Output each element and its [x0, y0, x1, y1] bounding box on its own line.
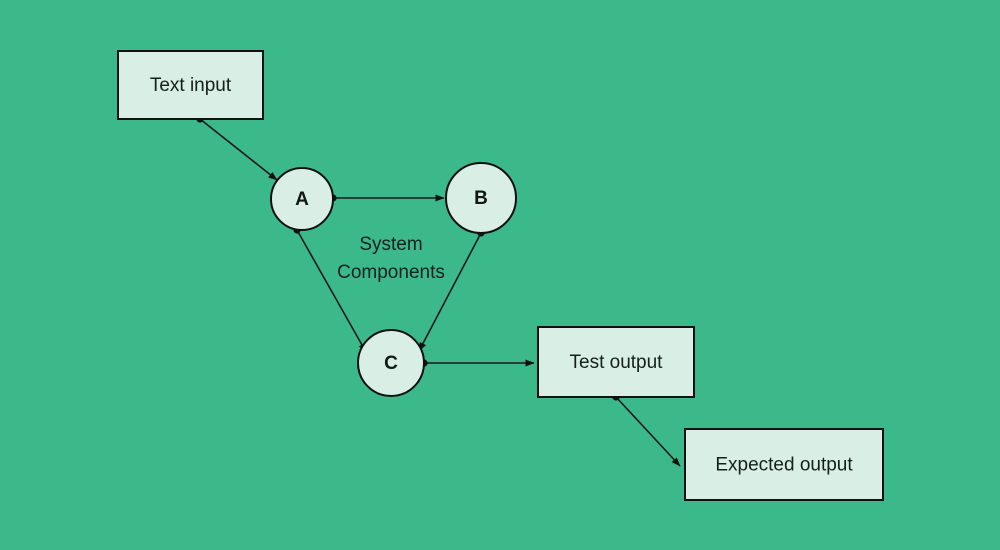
box-shape[interactable] [684, 428, 884, 501]
edge-line [615, 396, 681, 467]
circle-label: B [474, 188, 488, 209]
group-label: System Components [337, 234, 445, 283]
box-label: Test output [570, 352, 664, 373]
circle-shape[interactable] [357, 329, 425, 397]
edge-test-output-to-expected-output [612, 393, 681, 467]
edge-text-input-to-a [196, 115, 278, 181]
circle-shape[interactable] [445, 162, 517, 234]
node-box-test-output[interactable]: Test output [537, 326, 695, 398]
box-label: Expected output [715, 455, 853, 476]
node-circle-node-a[interactable]: A [270, 167, 334, 231]
circle-label: A [295, 189, 309, 210]
edge-b-to-c [418, 229, 485, 352]
group-label-line-1: System [359, 234, 422, 255]
node-circle-node-b[interactable]: B [445, 162, 517, 234]
circle-shape[interactable] [270, 167, 334, 231]
edge-line [296, 229, 367, 353]
node-box-text-input[interactable]: Text input [117, 50, 264, 120]
edge-line [199, 118, 278, 181]
box-shape[interactable] [537, 326, 695, 398]
circle-label: C [384, 353, 398, 374]
box-label: Text input [150, 75, 232, 96]
edge-a-to-b [329, 194, 445, 202]
node-box-expected-output[interactable]: Expected output [684, 428, 884, 501]
edge-a-to-c [293, 226, 367, 353]
edges-layer [196, 115, 681, 467]
node-circle-node-c[interactable]: C [357, 329, 425, 397]
edge-line [418, 232, 482, 352]
group-label-line-2: Components [337, 262, 445, 283]
edge-c-to-test-output [420, 359, 535, 367]
box-shape[interactable] [117, 50, 264, 120]
